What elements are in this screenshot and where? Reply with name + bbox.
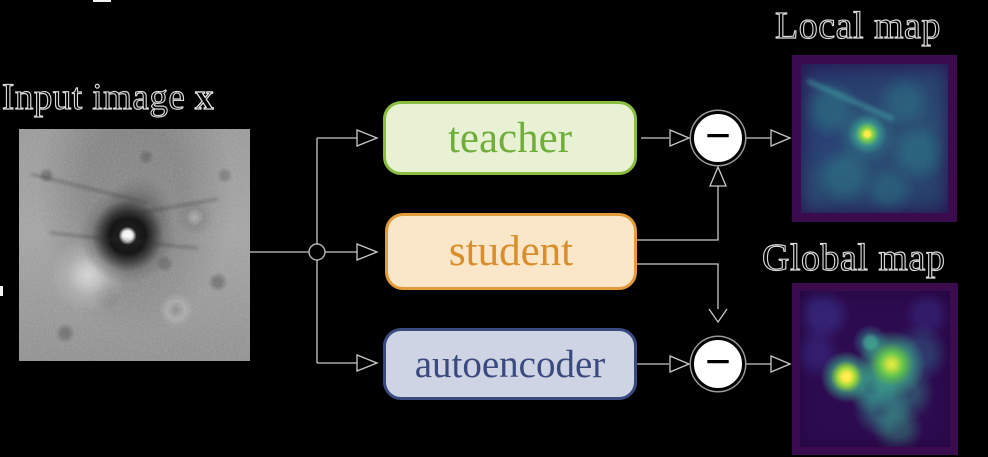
global-map-label: Global map (761, 236, 946, 279)
global-map-image (792, 283, 958, 455)
arrowhead-into-global-map (770, 355, 792, 373)
noise-texture (19, 129, 250, 361)
node-student-label: student (448, 228, 574, 275)
heatmap-streak (806, 78, 895, 122)
node-autoencoder-label: autoencoder (414, 342, 606, 386)
input-image-label: Input image x (1, 76, 215, 119)
arrowhead-into-autoencoder (356, 354, 379, 372)
minus-circle-bottom: − (691, 337, 745, 391)
minus-icon: − (704, 336, 732, 387)
arrowhead-up-into-minus (709, 165, 727, 187)
node-autoencoder: autoencoder (383, 328, 637, 400)
line-student-to-minus-top (637, 186, 719, 241)
global-map-heatmap (800, 291, 950, 447)
line-student-to-minus-bottom (637, 263, 719, 309)
arrowhead-into-minus-top (669, 129, 691, 147)
input-label-variable-x: x (194, 76, 215, 118)
crop-artifact (0, 286, 3, 296)
local-map-label: Local map (774, 4, 941, 47)
crop-artifact (93, 0, 111, 2)
input-image (19, 129, 250, 361)
node-student: student (385, 213, 637, 290)
arrowhead-into-teacher (356, 129, 379, 147)
input-label-text: Input image (1, 76, 196, 118)
arrowhead-into-local-map (770, 129, 792, 147)
minus-circle-top: − (691, 111, 745, 165)
branch-junction-dot (308, 243, 326, 261)
minus-icon: − (704, 110, 732, 161)
node-teacher-label: teacher (447, 114, 573, 162)
arrowhead-down-into-minus (708, 308, 728, 324)
local-map-heatmap (801, 64, 948, 213)
node-teacher: teacher (383, 101, 637, 175)
local-map-image (792, 55, 957, 222)
arrowhead-into-minus-bottom (669, 355, 691, 373)
arrowhead-into-student (356, 243, 379, 261)
